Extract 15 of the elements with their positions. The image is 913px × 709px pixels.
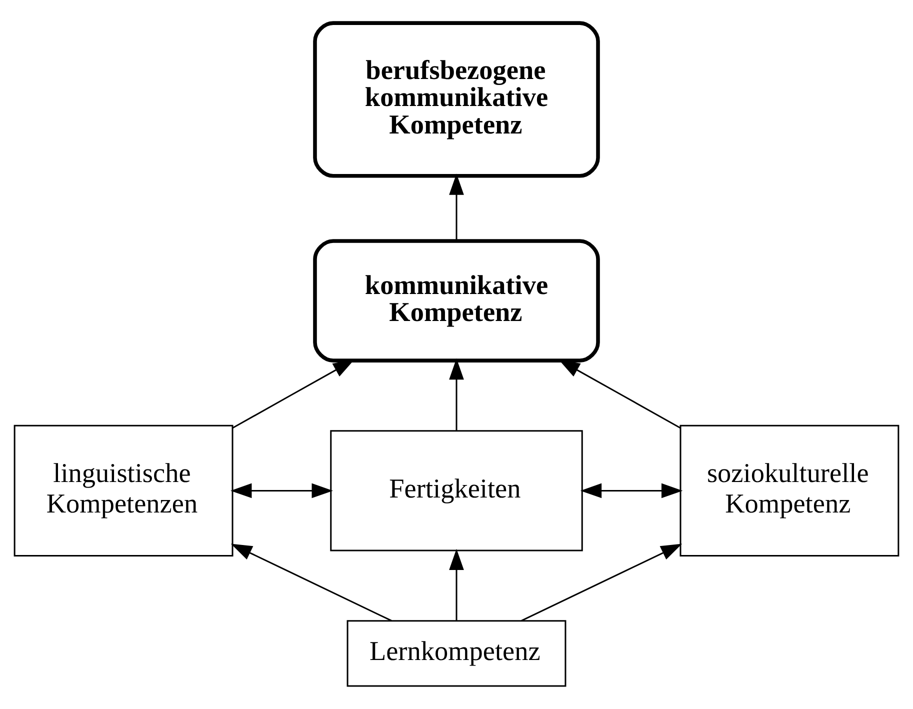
arrow — [449, 358, 464, 431]
arrow — [449, 548, 464, 621]
node-box: Fertigkeiten — [330, 430, 583, 552]
arrow — [558, 360, 681, 429]
arrow — [449, 174, 464, 241]
node-box: kommunikative Kompetenz — [313, 239, 600, 362]
node-box: soziokulturelle Kompetenz — [680, 424, 900, 557]
node-box: Lernkompetenz — [346, 620, 566, 687]
node-box: linguistische Kompetenzen — [14, 424, 234, 557]
arrow — [230, 544, 392, 622]
node-box: berufsbezogene kommunikative Kompetenz — [313, 21, 600, 178]
arrow — [230, 483, 333, 498]
arrow — [521, 544, 682, 622]
arrow — [580, 483, 683, 498]
arrow — [232, 360, 354, 429]
